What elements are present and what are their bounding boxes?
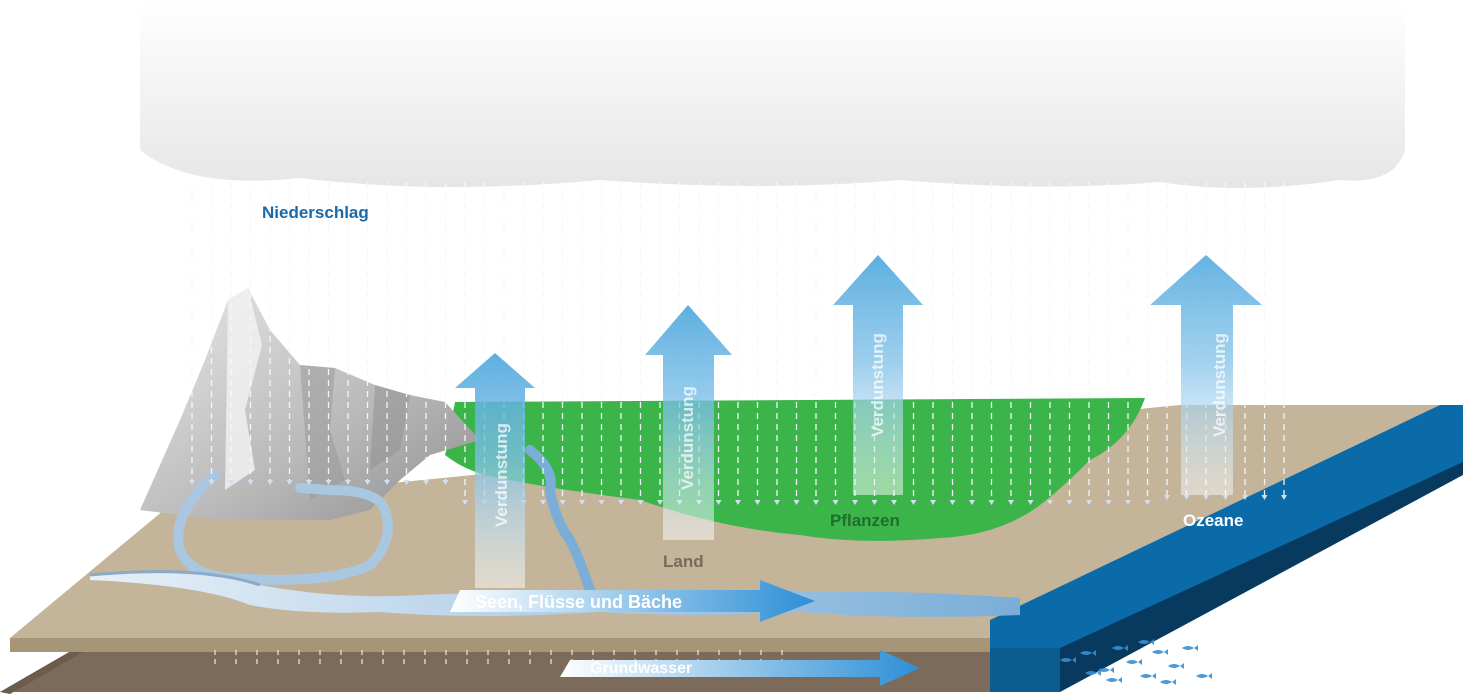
fish-school <box>1060 639 1212 685</box>
cloud-shape <box>140 0 1405 189</box>
mountain-river <box>173 470 393 585</box>
land-label: Land <box>663 552 704 571</box>
evaporation-label-land: Verdunstung <box>678 386 697 490</box>
evaporation-label-plants: Verdunstung <box>868 333 887 437</box>
groundwater-label: Grundwasser <box>590 660 693 677</box>
surface-water-label: Seen, Flüsse und Bäche <box>475 592 683 612</box>
evaporation-arrow-land <box>645 305 732 540</box>
precipitation-label: Niederschlag <box>262 203 369 222</box>
plants-area <box>445 398 1145 541</box>
plants-label: Pflanzen <box>830 511 900 530</box>
evaporation-arrow-mountain <box>455 353 535 588</box>
evaporation-label-mountain: Verdunstung <box>492 423 511 527</box>
oceans-label: Ozeane <box>1183 511 1244 530</box>
flow-arrow-surface <box>450 580 815 622</box>
evaporation-arrow-plants <box>833 255 923 495</box>
groundwater-seepage <box>214 650 783 665</box>
ocean-surface <box>990 405 1463 648</box>
evaporation-label-ocean: Verdunstung <box>1210 333 1229 437</box>
ground-layer <box>0 640 990 692</box>
evaporation-arrow-ocean <box>1150 255 1262 495</box>
flow-arrow-groundwater <box>560 650 920 686</box>
